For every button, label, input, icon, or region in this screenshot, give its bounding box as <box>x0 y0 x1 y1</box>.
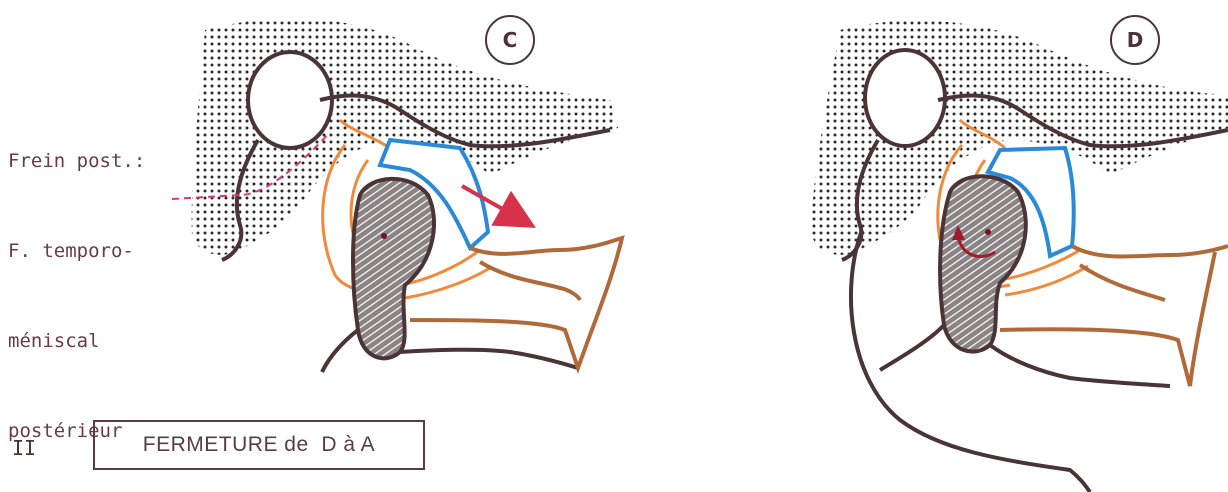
panel-d-muscle <box>1000 246 1228 386</box>
panel-d-ligament-5 <box>1005 266 1088 295</box>
panel-c-ear-canal <box>248 52 332 148</box>
panel-d-ear-canal <box>865 50 945 146</box>
panel-d-muscle-lower <box>1080 265 1165 300</box>
panel-d-drawing <box>812 20 1228 492</box>
section-number: II <box>12 436 36 460</box>
panel-c-rotation-center <box>381 233 387 239</box>
panel-d-mandible <box>880 325 1170 386</box>
annotation-line-3: méniscal <box>8 326 145 356</box>
panel-label-c: C <box>485 15 535 65</box>
panel-c-muscle-lower <box>480 262 580 300</box>
section-caption: FERMETURE de D à A <box>93 420 425 470</box>
annotation-line-2: F. temporo- <box>8 236 145 266</box>
panel-c-condyle <box>353 179 434 358</box>
section-caption-text: FERMETURE de D à A <box>143 433 375 457</box>
annotation-line-1: Frein post.: <box>8 146 145 176</box>
panel-d-condyle <box>940 176 1026 351</box>
panel-d-rotation-center <box>985 229 991 235</box>
panel-c-drawing <box>172 18 622 372</box>
panel-label-d: D <box>1110 15 1160 65</box>
